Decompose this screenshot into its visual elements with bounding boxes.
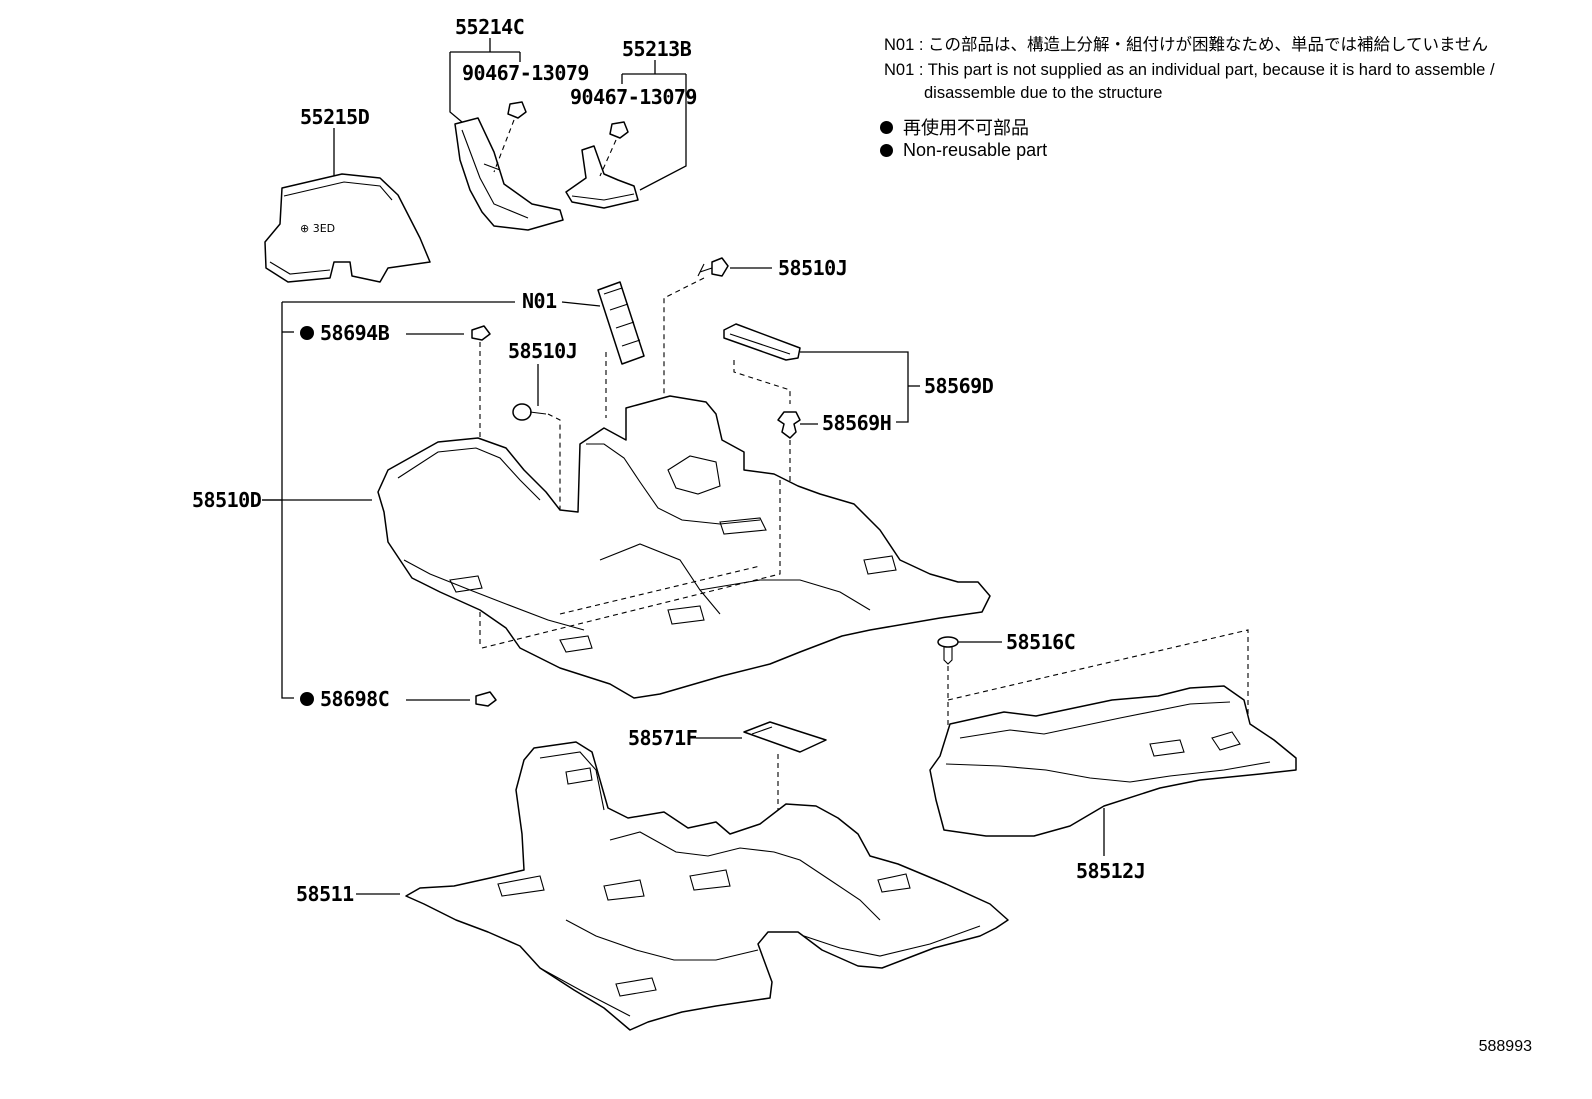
part-55214C-cover[interactable] xyxy=(454,117,564,231)
clip-58569H[interactable] xyxy=(777,411,801,439)
note-n01-japanese: N01 : この部品は、構造上分解・組付けが困難なため、単品では補給していません xyxy=(884,36,1489,54)
part-58569D-plate[interactable] xyxy=(723,323,801,361)
part-55213B-pad[interactable] xyxy=(565,145,639,209)
label-58569H[interactable]: 58569H xyxy=(822,411,892,435)
label-58698C[interactable]: 58698C xyxy=(320,687,390,711)
note-n01-english-line2: disassemble due to the structure xyxy=(924,84,1163,102)
part-58511-insulator[interactable] xyxy=(405,741,1009,1031)
label-55214C[interactable]: 55214C xyxy=(455,15,525,39)
part-58512J-rear-carpet[interactable] xyxy=(929,685,1297,837)
clip-90467-13079-b[interactable] xyxy=(609,121,629,139)
label-N01[interactable]: N01 xyxy=(522,289,558,313)
illustration-number: 588993 xyxy=(1478,1038,1532,1055)
non-reusable-dot-icon xyxy=(880,144,893,157)
bolt-58510J-mid[interactable] xyxy=(512,403,547,421)
non-reusable-dot-icon xyxy=(880,120,893,134)
part-marking-text: ⊕ 3ED xyxy=(300,222,335,235)
label-58512J[interactable]: 58512J xyxy=(1076,859,1146,883)
bolt-58510J-top[interactable] xyxy=(697,257,729,277)
note-n01-english-line1: N01 : This part is not supplied as an in… xyxy=(884,61,1495,79)
label-90467-13079-a[interactable]: 90467-13079 xyxy=(462,61,589,85)
clip-58694B[interactable] xyxy=(471,325,491,341)
label-58510D[interactable]: 58510D xyxy=(192,488,262,512)
label-55215D[interactable]: 55215D xyxy=(300,105,370,129)
label-58511[interactable]: 58511 xyxy=(296,882,355,906)
legend-non-reusable-english: Non-reusable part xyxy=(880,140,1047,161)
label-58510J-mid[interactable]: 58510J xyxy=(508,339,578,363)
label-90467-13079-b[interactable]: 90467-13079 xyxy=(570,85,697,109)
label-58510J-top[interactable]: 58510J xyxy=(778,256,848,280)
legend-non-reusable-japanese: 再使用不可部品 xyxy=(880,114,1029,140)
label-55213B[interactable]: 55213B xyxy=(622,37,692,61)
label-58516C[interactable]: 58516C xyxy=(1006,630,1076,654)
bolt-58516C[interactable] xyxy=(937,636,959,665)
clip-58698C[interactable] xyxy=(475,691,497,707)
label-58571F[interactable]: 58571F xyxy=(628,726,698,750)
clip-90467-13079-a[interactable] xyxy=(507,101,527,119)
part-58510D-front-carpet[interactable] xyxy=(377,395,991,699)
label-58569D[interactable]: 58569D xyxy=(924,374,994,398)
legend-label-english: Non-reusable part xyxy=(903,140,1048,160)
non-reusable-dot-icon xyxy=(300,326,314,340)
part-55215D-panel[interactable]: ⊕ 3ED xyxy=(264,173,431,283)
part-N01-strip[interactable] xyxy=(597,281,645,365)
non-reusable-dot-icon xyxy=(300,692,314,706)
legend-label-japanese: 再使用不可部品 xyxy=(903,118,1029,138)
part-58571F-pad[interactable] xyxy=(743,721,827,753)
label-58694B[interactable]: 58694B xyxy=(320,321,390,345)
